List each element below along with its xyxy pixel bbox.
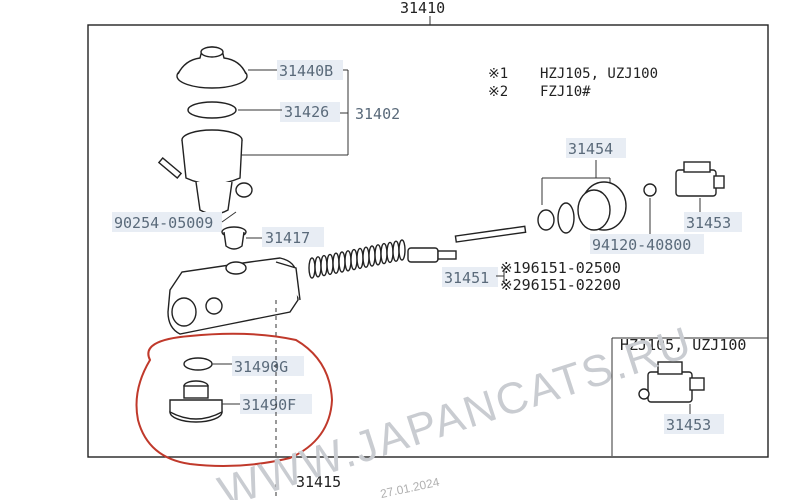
label-reservoir-group[interactable]: 31402 [355, 105, 400, 123]
highlight-circle [135, 332, 334, 467]
cap-part [176, 46, 248, 89]
grommet-part [221, 226, 247, 250]
spring-coil [356, 247, 364, 270]
date-stamp: 27.01.2024 [379, 475, 441, 500]
spring-coil [332, 252, 340, 274]
label-piston-kit[interactable]: 31454 [568, 140, 613, 158]
spring-coil [344, 250, 352, 272]
spring-coil [386, 241, 394, 264]
spring-coil [392, 240, 400, 262]
snap-ring-part [557, 202, 575, 234]
reservoir-part [181, 129, 253, 215]
note-mark-1: ※1 [488, 66, 508, 82]
bottom-number: 31415 [296, 473, 341, 491]
washer-part [537, 209, 555, 231]
pin-part [157, 157, 183, 179]
label-rod-alt-2[interactable]: ※296151-02200 [500, 276, 621, 294]
diagram-frame [87, 24, 769, 458]
spring-coil [338, 251, 346, 273]
boot-part [577, 181, 627, 231]
label-rod-alt-1[interactable]: ※196151-02500 [500, 259, 621, 277]
ring-part [643, 183, 657, 197]
spring-part [308, 239, 406, 279]
spring-coil [320, 254, 328, 277]
note-text-2: FZJ10# [540, 84, 591, 100]
spring-coil [368, 245, 376, 267]
spring-coil [308, 257, 316, 279]
inset-title: HZJ105, UZJ100 [620, 336, 746, 354]
assembly-number: 31410 [400, 0, 445, 17]
spring-coil [362, 246, 370, 268]
label-oring[interactable]: 31490G [234, 358, 288, 376]
label-switch-right[interactable]: 31453 [686, 214, 731, 232]
push-rod-part [407, 225, 527, 263]
spring-coil [380, 242, 388, 265]
gasket-part [187, 101, 237, 119]
label-pin[interactable]: 90254-05009 [114, 214, 213, 232]
spring-coil [374, 244, 382, 266]
label-ring[interactable]: 94120-40800 [592, 236, 691, 254]
label-cap[interactable]: 31440B [279, 62, 333, 80]
switch-inset-part [638, 361, 705, 403]
note-mark-2: ※2 [488, 84, 508, 100]
label-plug[interactable]: 31490F [242, 396, 296, 414]
note-text-1: HZJ105, UZJ100 [540, 66, 658, 82]
oring-part [183, 357, 213, 371]
master-cylinder-body [167, 257, 301, 335]
spring-coil [314, 256, 322, 278]
label-grommet[interactable]: 31417 [265, 229, 310, 247]
plug-part [169, 380, 223, 423]
label-push-rod[interactable]: 31451 [444, 269, 489, 287]
spring-coil [350, 248, 358, 271]
label-switch-inset[interactable]: 31453 [666, 416, 711, 434]
label-gasket[interactable]: 31426 [284, 103, 329, 121]
spring-coil [398, 239, 406, 261]
switch-right-part [675, 161, 725, 197]
spring-coil [326, 253, 334, 276]
